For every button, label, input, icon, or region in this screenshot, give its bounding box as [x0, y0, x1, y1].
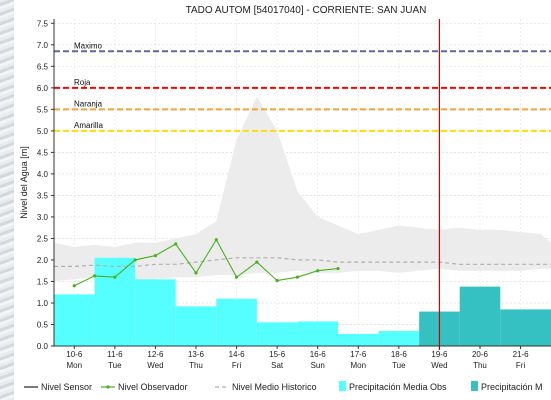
y-tick-label: 6.5 — [37, 62, 49, 71]
precip-bar — [297, 321, 338, 346]
y-tick-label: 2.0 — [37, 256, 49, 265]
x-tick-date-label: 18-6 — [391, 350, 408, 359]
precip-bar — [500, 309, 551, 346]
x-tick-day-label: Thu — [189, 361, 203, 370]
threshold-label-maximo: Maximo — [74, 41, 103, 50]
observer-level-point — [133, 258, 137, 262]
observer-level-point — [113, 275, 117, 279]
x-tick-day-label: Wed — [147, 361, 163, 370]
y-axis: 0.0 0.5 1.0 1.5 2.0 2.5 3.0 3.5 4.0 4.5 5.0 5.5 6.0 6… — [37, 19, 55, 351]
precip-bar — [459, 286, 501, 346]
y-tick-label: 5.5 — [37, 105, 49, 114]
observer-level-point — [92, 274, 97, 278]
x-tick-date-label: 13-6 — [188, 350, 205, 359]
x-tick-date-label: 12-6 — [147, 350, 164, 359]
precip-bar — [216, 298, 257, 346]
x-tick-date-label: 16-6 — [310, 350, 327, 359]
observer-level-point — [275, 279, 279, 283]
legend-item-precipitacion-media-obs-swatch — [339, 381, 346, 391]
y-tick-label: 1.5 — [37, 277, 49, 286]
x-tick-date-label: 15-6 — [269, 350, 286, 359]
precip-bar — [378, 330, 420, 346]
observer-level-point — [194, 271, 198, 275]
x-tick-day-label: Mon — [67, 361, 83, 370]
x-tick-date-label: 20-6 — [472, 350, 489, 359]
observer-level-point — [336, 266, 340, 271]
legend-item-nivel-observador-label: Nivel Observador — [118, 382, 188, 392]
precip-bar — [175, 306, 217, 346]
precip-bar — [94, 257, 136, 346]
observer-level-point — [234, 275, 239, 279]
y-tick-label: 0.5 — [37, 320, 49, 329]
historical-mean-line — [54, 257, 551, 267]
precip-bar — [54, 294, 95, 346]
y-tick-label: 4.0 — [37, 170, 49, 179]
x-tick-date-label: 17-6 — [350, 350, 367, 359]
chart-title: TADO AUTOM [54017040] - CORRIENTE: SAN J… — [186, 5, 427, 16]
threshold-label-naranja: Naranja — [74, 99, 103, 108]
y-tick-label: 2.5 — [37, 234, 49, 243]
x-tick-date-label: 14-6 — [229, 350, 246, 359]
observer-level-line — [74, 238, 339, 287]
legend-item-nivel-sensor-label: Nivel Sensor — [41, 382, 92, 392]
x-tick-day-label: Tue — [392, 361, 406, 370]
threshold-label-amarilla: Amarilla — [74, 121, 103, 130]
observer-level-point — [174, 242, 178, 246]
y-tick-label: 3.0 — [37, 213, 49, 222]
x-tick-day-label: Fri — [232, 361, 242, 370]
observer-level-point — [214, 238, 218, 242]
y-tick-label: 4.5 — [37, 148, 49, 157]
y-tick-label: 0.0 — [37, 342, 49, 351]
x-tick-day-label: Mon — [351, 361, 367, 370]
legend: Nivel Sensor Nivel Observador Nivel Medio … — [24, 381, 543, 392]
observer-level-point — [295, 275, 300, 279]
y-tick-label: 7.5 — [37, 19, 49, 28]
y-tick-label: 3.5 — [37, 191, 49, 200]
x-tick-date-label: 19-6 — [431, 350, 448, 359]
legend-item-precipitacion-m-swatch — [471, 381, 478, 391]
legend-item-precipitacion-m-label: Precipitación M — [481, 382, 543, 392]
x-tick-day-label: Wed — [431, 361, 447, 370]
observer-level-point — [255, 260, 259, 264]
x-tick-day-label: Sat — [271, 361, 284, 370]
x-tick-day-label: Fri — [516, 361, 526, 370]
map-background-strip — [0, 0, 14, 400]
precip-bar — [135, 279, 176, 346]
x-tick-day-label: Tue — [108, 361, 122, 370]
observer-level-point — [316, 269, 320, 273]
x-tick-day-label: Thu — [473, 361, 487, 370]
y-tick-label: 5.0 — [37, 127, 49, 136]
observer-level-point — [153, 254, 158, 258]
historical-range-band — [54, 96, 551, 282]
y-tick-label: 1.0 — [37, 299, 49, 308]
y-tick-label: 7.0 — [37, 41, 49, 50]
x-tick-date-label: 11-6 — [107, 350, 123, 359]
legend-item-nivel-observador-swatch-marker — [106, 385, 110, 389]
threshold-label-roja: Roja — [74, 78, 91, 87]
precip-bar — [338, 333, 379, 346]
y-axis-label: Nivel del Agua [m] — [19, 146, 29, 219]
legend-item-precipitacion-media-obs-label: Precipitación Media Obs — [349, 382, 447, 392]
x-tick-date-label: 21-6 — [513, 350, 530, 359]
x-tick-date-label: 10-6 — [66, 350, 83, 359]
precip-bar — [256, 322, 298, 346]
legend-item-nivel-medio-historico-label: Nivel Medio Historico — [232, 382, 317, 392]
observer-level-point — [72, 284, 76, 288]
y-tick-label: 6.0 — [37, 84, 49, 93]
x-tick-day-label: Sun — [311, 361, 325, 370]
